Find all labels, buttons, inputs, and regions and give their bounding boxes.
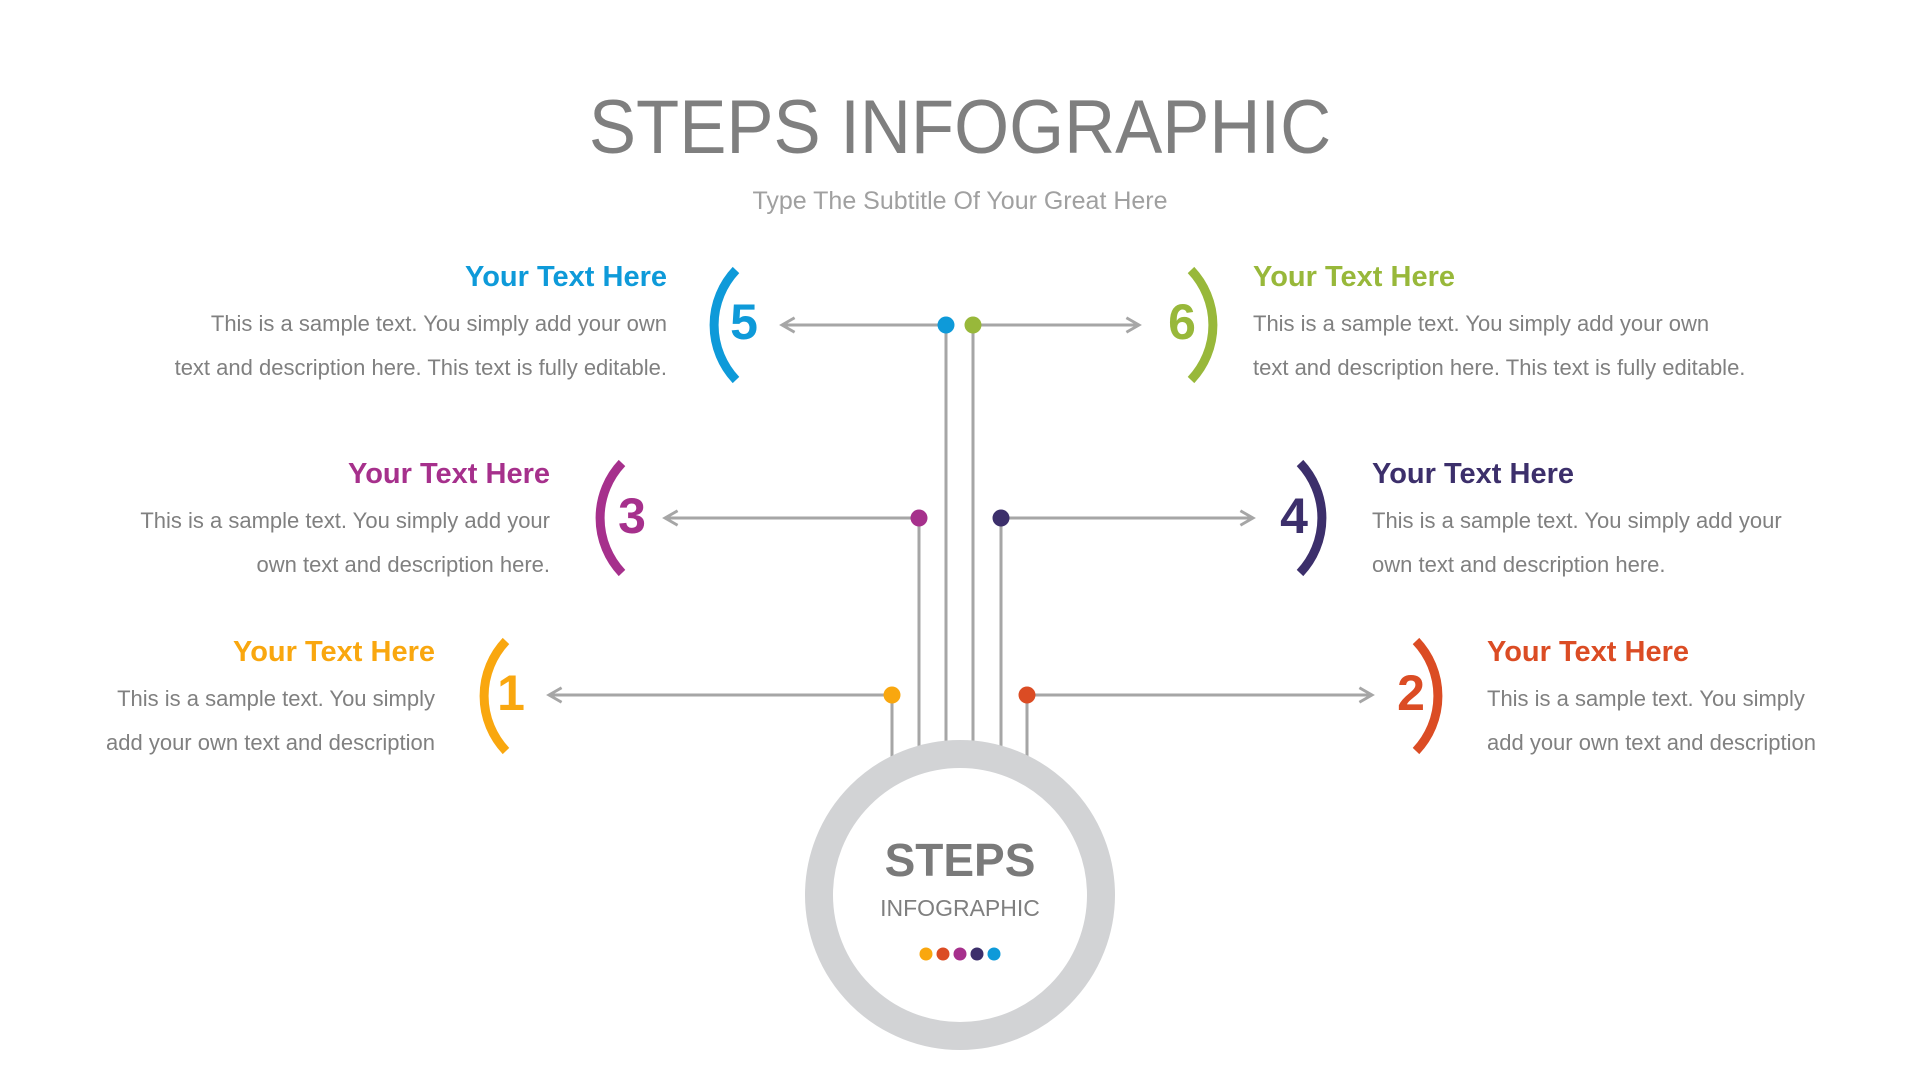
bracket-step-2 (1412, 637, 1443, 755)
step-2-heading: Your Text Here (1487, 636, 1689, 668)
step-6-body-line-2: text and description here. This text is … (1253, 355, 1746, 380)
dot-step-4 (992, 509, 1010, 527)
step-6-text: Your Text Here This is a sample text. Yo… (1253, 259, 1873, 390)
step-4-heading: Your Text Here (1372, 458, 1574, 490)
step-2-text: Your Text Here This is a sample text. Yo… (1487, 634, 1920, 765)
step-5-heading: Your Text Here (465, 261, 667, 293)
step-1-body-line-2: add your own text and description (106, 730, 435, 755)
step-number-5: 5 (730, 294, 758, 350)
step-1-text: Your Text Here This is a sample text. Yo… (0, 634, 435, 765)
center-title: STEPS (884, 834, 1036, 886)
vertical-connectors (890, 325, 1029, 760)
step-5-body-line-1: This is a sample text. You simply add yo… (210, 311, 667, 336)
step-number-1: 1 (497, 665, 525, 721)
step-number-3: 3 (618, 488, 646, 544)
step-number-4: 4 (1280, 488, 1308, 544)
dot-step-6 (964, 316, 982, 334)
step-number-2: 2 (1397, 665, 1425, 721)
step-6-body-line-1: This is a sample text. You simply add yo… (1253, 311, 1710, 336)
dot-step-2 (1018, 686, 1036, 704)
step-5-body-line-2: text and description here. This text is … (174, 355, 667, 380)
step-1-heading: Your Text Here (233, 636, 435, 668)
center-ring (805, 740, 1115, 1050)
step-1-body-line-1: This is a sample text. You simply (117, 686, 435, 711)
bracket-step-1 (479, 637, 510, 755)
page-title: STEPS INFOGRAPHIC (588, 85, 1332, 170)
step-3-heading: Your Text Here (348, 458, 550, 490)
bracket-step-6 (1187, 266, 1218, 384)
step-4-body-line-2: own text and description here. (1372, 552, 1666, 577)
arrows (546, 316, 1375, 704)
bracket-step-5 (709, 266, 740, 384)
step-4-body-line-1: This is a sample text. You simply add yo… (1372, 508, 1782, 533)
step-number-6: 6 (1168, 294, 1196, 350)
step-3-body-line-1: This is a sample text. You simply add yo… (140, 508, 550, 533)
bracket-step-4 (1296, 459, 1327, 577)
step-3-text: Your Text Here This is a sample text. Yo… (0, 456, 550, 587)
step-2-body-line-2: add your own text and description (1487, 730, 1816, 755)
dot-step-3 (910, 509, 928, 527)
center-subtitle: INFOGRAPHIC (880, 895, 1040, 921)
bracket-step-3 (595, 459, 626, 577)
dot-step-5 (937, 316, 955, 334)
step-4-text: Your Text Here This is a sample text. Yo… (1372, 456, 1920, 587)
step-5-text: Your Text Here This is a sample text. Yo… (47, 259, 667, 390)
step-6-heading: Your Text Here (1253, 261, 1455, 293)
dot-step-1 (883, 686, 901, 704)
page-subtitle: Type The Subtitle Of Your Great Here (752, 187, 1168, 215)
step-2-body-line-1: This is a sample text. You simply (1487, 686, 1805, 711)
step-3-body-line-2: own text and description here. (256, 552, 550, 577)
center-color-dots (919, 947, 1001, 961)
